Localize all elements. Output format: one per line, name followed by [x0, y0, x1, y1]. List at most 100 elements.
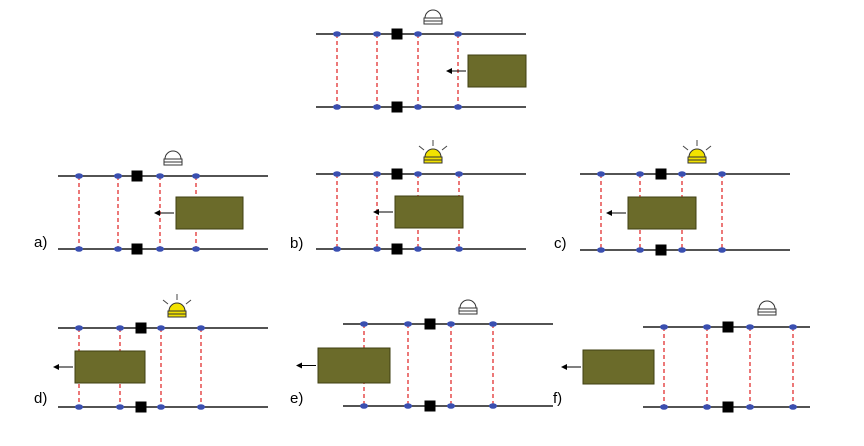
- sensor-dot: [447, 403, 455, 409]
- moving-block: [627, 196, 697, 230]
- sensor-dot: [454, 104, 462, 110]
- sensor-dot: [597, 247, 605, 253]
- sensor-dot: [75, 173, 83, 179]
- sensor-dot: [703, 324, 711, 330]
- sensor-dot: [678, 171, 686, 177]
- lamp-base: [687, 159, 707, 164]
- sensor-dot: [597, 171, 605, 177]
- lamp-off-icon: [423, 9, 443, 25]
- sensor-dot: [197, 404, 205, 410]
- sensor-dot: [678, 247, 686, 253]
- sensor-dot: [447, 321, 455, 327]
- detector-square: [391, 101, 403, 113]
- sensor-dot: [414, 104, 422, 110]
- detector-square: [391, 243, 403, 255]
- lamp-ray: [441, 145, 448, 151]
- sensor-dot: [404, 403, 412, 409]
- sensor-dot: [414, 171, 422, 177]
- panel-label-b: b): [290, 235, 304, 252]
- sensor-dot: [114, 173, 122, 179]
- lamp-dome: [758, 300, 776, 310]
- sensor-dot: [489, 403, 497, 409]
- panel-e: [296, 299, 553, 412]
- lamp-off-icon: [458, 299, 478, 315]
- detector-square: [135, 401, 147, 413]
- lamp-base: [423, 159, 443, 164]
- detector-square: [424, 318, 436, 330]
- sensor-dot: [489, 321, 497, 327]
- arrow-head: [606, 210, 612, 216]
- arrow-head: [446, 68, 452, 74]
- moving-block: [394, 195, 464, 229]
- detector-square: [131, 243, 143, 255]
- lamp-ray: [418, 145, 425, 151]
- detector-square: [131, 170, 143, 182]
- detector-square: [722, 321, 734, 333]
- sensor-dot: [157, 404, 165, 410]
- sensor-dot: [333, 246, 341, 252]
- lamp-dome: [459, 299, 477, 309]
- sensor-dot: [636, 171, 644, 177]
- sensor-dot: [746, 324, 754, 330]
- sensor-dot: [789, 324, 797, 330]
- lamp-base: [423, 20, 443, 25]
- sensor-dot: [746, 404, 754, 410]
- sensor-dot: [455, 246, 463, 252]
- lamp-on-icon: [162, 294, 192, 318]
- detector-square: [722, 401, 734, 413]
- arrow-head: [373, 209, 379, 215]
- detector-square: [655, 244, 667, 256]
- panel-c: [580, 140, 790, 256]
- sensor-dot: [75, 404, 83, 410]
- panel-initial: [316, 9, 527, 113]
- panel-a: [58, 150, 268, 255]
- sensor-dot: [789, 404, 797, 410]
- sensor-dot: [116, 404, 124, 410]
- lamp-dome: [424, 148, 442, 158]
- lamp-base: [458, 310, 478, 315]
- sensor-dot: [660, 404, 668, 410]
- arrow-head: [53, 364, 59, 370]
- sensor-dot: [360, 403, 368, 409]
- lamp-on-icon: [418, 140, 448, 164]
- arrow-head: [154, 210, 160, 216]
- lamp-ray: [185, 299, 192, 305]
- sensor-dot: [454, 31, 462, 37]
- lamp-off-icon: [163, 150, 183, 166]
- panel-d: [53, 294, 268, 413]
- detector-square: [391, 168, 403, 180]
- sensor-dot: [156, 173, 164, 179]
- moving-block: [467, 54, 527, 88]
- panel-f: [561, 300, 810, 413]
- moving-block: [317, 347, 391, 384]
- lamp-base: [757, 311, 777, 316]
- lamp-dome: [168, 302, 186, 312]
- detector-square: [135, 322, 147, 334]
- sensor-dot: [373, 104, 381, 110]
- sensor-dot: [718, 171, 726, 177]
- sensor-dot: [75, 325, 83, 331]
- sensor-dot: [414, 246, 422, 252]
- detector-square: [424, 400, 436, 412]
- sensor-dot: [156, 246, 164, 252]
- moving-block: [175, 196, 244, 230]
- lamp-off-icon: [757, 300, 777, 316]
- sensor-dot: [157, 325, 165, 331]
- sensor-dot: [636, 247, 644, 253]
- lamp-ray: [705, 145, 712, 151]
- sensor-dot: [360, 321, 368, 327]
- lamp-base: [163, 161, 183, 166]
- moving-block: [74, 350, 146, 384]
- lamp-base: [167, 313, 187, 318]
- sensor-dot: [373, 31, 381, 37]
- panel-label-c: c): [554, 235, 567, 252]
- sensor-dot: [192, 173, 200, 179]
- sensor-dot: [660, 324, 668, 330]
- panel-label-d: d): [34, 390, 48, 407]
- lamp-ray: [682, 145, 689, 151]
- lamp-on-icon: [682, 140, 712, 164]
- sensor-dot: [192, 246, 200, 252]
- sensor-dot: [116, 325, 124, 331]
- sensor-dot: [75, 246, 83, 252]
